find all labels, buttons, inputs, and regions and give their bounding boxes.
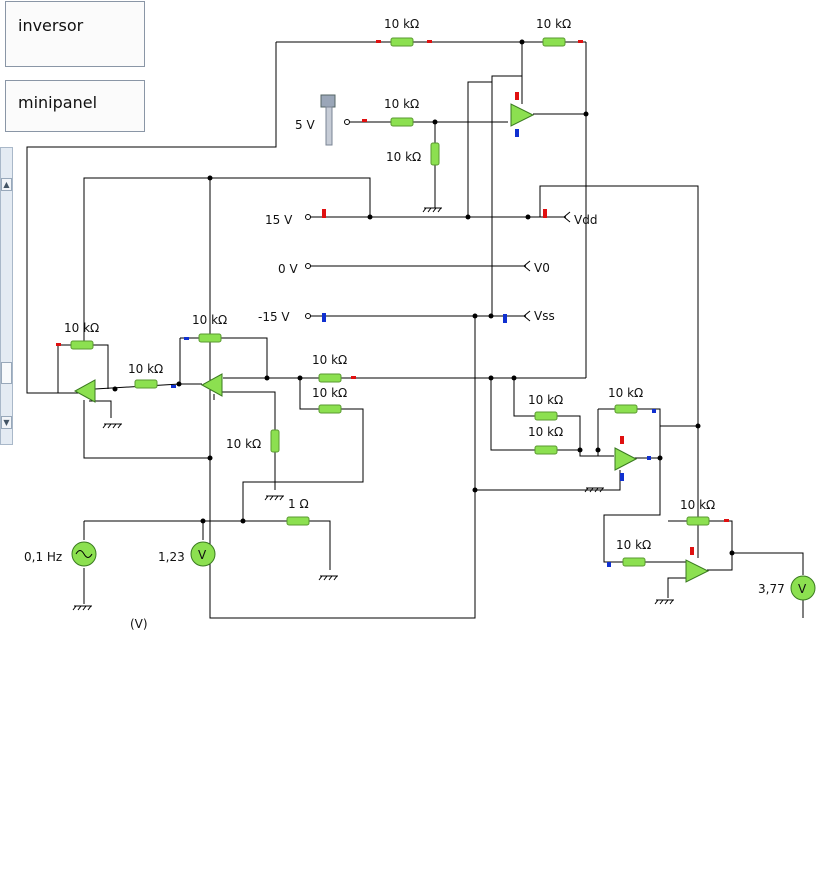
rail-terminals (305, 119, 571, 322)
switch-5v[interactable] (320, 94, 336, 146)
resistor-r8[interactable] (318, 373, 342, 383)
opamp-top[interactable] (510, 103, 535, 127)
polarity-markers (56, 40, 729, 567)
label-cut-off: (V) (130, 617, 148, 631)
opamp-right-middle[interactable] (614, 447, 638, 471)
inversor-button[interactable]: inversor (5, 1, 145, 67)
label-r15: 10 kΩ (680, 498, 715, 512)
label-15v: 15 V (265, 213, 293, 227)
voltmeter-left[interactable]: V (190, 541, 216, 567)
minipanel-button[interactable]: minipanel (5, 80, 145, 132)
label-r6: 10 kΩ (192, 313, 227, 327)
resistor-r5[interactable] (70, 340, 94, 350)
junction-dots (112, 39, 735, 556)
op-amps (73, 103, 710, 583)
label-meter-right: 3,77 (758, 582, 785, 596)
resistor-r13[interactable] (534, 445, 558, 455)
label-r10: 10 kΩ (226, 437, 261, 451)
resistor-r16[interactable] (622, 557, 646, 567)
label-0v: 0 V (278, 262, 298, 276)
ground-symbols (72, 207, 674, 611)
label-r11: 1 Ω (288, 497, 309, 511)
resistor-r14[interactable] (614, 404, 638, 414)
label-neg15v: -15 V (258, 310, 290, 324)
label-v0-net: V0 (534, 261, 550, 275)
label-r7: 10 kΩ (128, 362, 163, 376)
resistor-r15[interactable] (686, 516, 710, 526)
scrollbar-thumb[interactable] (1, 362, 12, 384)
label-5v: 5 V (295, 118, 315, 132)
scroll-up-icon[interactable]: ▲ (1, 178, 12, 191)
wires (26, 41, 804, 619)
label-r5: 10 kΩ (64, 321, 99, 335)
resistor-r6[interactable] (198, 333, 222, 343)
label-r3: 10 kΩ (384, 97, 419, 111)
resistor-r12[interactable] (534, 411, 558, 421)
label-r2: 10 kΩ (536, 17, 571, 31)
resistor-r1[interactable] (390, 37, 414, 47)
label-r16: 10 kΩ (616, 538, 651, 552)
label-meter-left: 1,23 (158, 550, 185, 564)
scroll-down-icon[interactable]: ▼ (1, 416, 12, 429)
opamp-stage1[interactable] (73, 379, 96, 403)
voltmeter-right[interactable]: V (790, 575, 816, 601)
voltmeter-left-glyph: V (198, 548, 207, 562)
label-r13: 10 kΩ (528, 425, 563, 439)
ac-source[interactable] (71, 541, 97, 567)
opamp-right-bottom[interactable] (685, 559, 710, 583)
label-r8: 10 kΩ (312, 353, 347, 367)
label-vss: Vss (534, 309, 555, 323)
resistor-r2[interactable] (542, 37, 566, 47)
resistor-r9[interactable] (318, 404, 342, 414)
label-r14: 10 kΩ (608, 386, 643, 400)
resistor-r10[interactable] (270, 429, 280, 453)
resistor-r4[interactable] (430, 142, 440, 166)
label-r12: 10 kΩ (528, 393, 563, 407)
label-r9: 10 kΩ (312, 386, 347, 400)
resistor-r7[interactable] (134, 379, 158, 389)
opamp-stage2[interactable] (200, 373, 223, 397)
label-frequency: 0,1 Hz (24, 550, 62, 564)
vertical-scrollbar[interactable]: ▲ ▼ (0, 147, 13, 445)
resistors (70, 37, 710, 567)
label-r4: 10 kΩ (386, 150, 421, 164)
resistor-r11[interactable] (286, 516, 310, 526)
label-vdd: Vdd (574, 213, 597, 227)
label-r1: 10 kΩ (384, 17, 419, 31)
resistor-r3[interactable] (390, 117, 414, 127)
component-labels: 10 kΩ 10 kΩ 10 kΩ 10 kΩ 10 kΩ 10 kΩ 10 k… (24, 17, 785, 631)
voltmeter-right-glyph: V (798, 582, 807, 596)
